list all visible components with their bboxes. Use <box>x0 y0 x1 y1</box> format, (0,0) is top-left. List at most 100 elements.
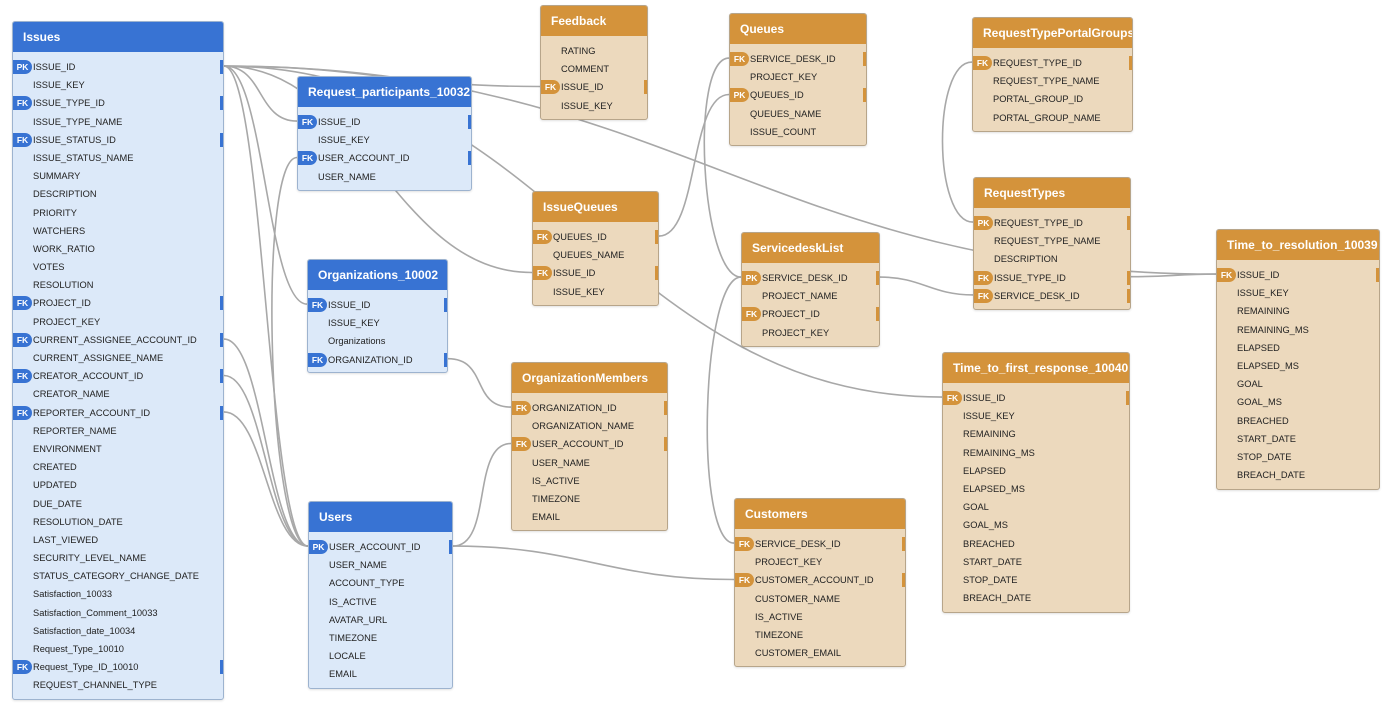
column-row[interactable]: USER_NAME <box>309 556 452 574</box>
connector-port[interactable] <box>220 332 223 347</box>
column-row[interactable]: REMAINING_MS <box>1217 321 1379 339</box>
connector-port[interactable] <box>1126 391 1129 405</box>
relationship-line[interactable] <box>223 65 298 122</box>
column-row[interactable]: REQUEST_TYPE_NAME <box>974 232 1130 250</box>
table-title[interactable]: Customers <box>735 499 905 529</box>
column-row[interactable]: PROJECT_KEY <box>13 313 223 331</box>
relationship-line[interactable] <box>703 57 742 278</box>
relationship-line[interactable] <box>452 545 735 581</box>
column-row[interactable]: Request_Type_10010 <box>13 640 223 658</box>
connector-port[interactable] <box>902 537 905 551</box>
column-row[interactable]: RESOLUTION_DATE <box>13 513 223 531</box>
column-row[interactable]: Satisfaction_Comment_10033 <box>13 604 223 622</box>
connector-port[interactable] <box>1127 288 1130 303</box>
table-title[interactable]: RequestTypePortalGroups <box>973 18 1132 48</box>
column-row[interactable]: WORK_RATIO <box>13 240 223 258</box>
column-row[interactable]: START_DATE <box>943 553 1129 571</box>
column-row[interactable]: PROJECT_KEY <box>735 553 905 571</box>
column-row[interactable]: CUSTOMER_EMAIL <box>735 644 905 662</box>
connector-port[interactable] <box>876 307 879 322</box>
relationship-line[interactable] <box>941 61 974 223</box>
connector-port[interactable] <box>1376 268 1379 282</box>
column-row[interactable]: CREATOR_NAME <box>13 385 223 403</box>
column-row[interactable]: UPDATED <box>13 476 223 494</box>
connector-port[interactable] <box>876 271 879 285</box>
connector-port[interactable] <box>655 230 658 244</box>
column-row[interactable]: ISSUE_KEY <box>308 314 447 332</box>
column-row[interactable]: WATCHERS <box>13 222 223 240</box>
column-row[interactable]: ISSUE_KEY <box>533 283 658 301</box>
connector-port[interactable] <box>468 151 471 166</box>
column-row[interactable]: ISSUE_COUNT <box>730 123 866 141</box>
connector-port[interactable] <box>1129 56 1132 70</box>
column-row[interactable]: STOP_DATE <box>943 571 1129 589</box>
column-row[interactable]: REQUEST_TYPE_NAME <box>973 72 1132 90</box>
column-row[interactable]: IS_ACTIVE <box>512 472 667 490</box>
connector-port[interactable] <box>220 132 223 147</box>
column-row[interactable]: ISSUE_KEY <box>541 97 647 115</box>
relationship-line[interactable] <box>223 411 309 547</box>
column-row[interactable]: STOP_DATE <box>1217 448 1379 466</box>
table-title[interactable]: Issues <box>13 22 223 52</box>
column-row[interactable]: START_DATE <box>1217 430 1379 448</box>
column-row[interactable]: BREACHED <box>1217 412 1379 430</box>
column-row[interactable]: DUE_DATE <box>13 495 223 513</box>
column-row[interactable]: ENVIRONMENT <box>13 440 223 458</box>
relationship-line[interactable] <box>271 156 309 547</box>
column-row[interactable]: ISSUE_STATUS_NAME <box>13 149 223 167</box>
column-row[interactable]: GOAL_MS <box>1217 393 1379 411</box>
column-row[interactable]: LAST_VIEWED <box>13 531 223 549</box>
column-row[interactable]: CREATED <box>13 458 223 476</box>
relationship-line[interactable] <box>223 338 309 547</box>
column-row[interactable]: COMMENT <box>541 60 647 78</box>
table-title[interactable]: ServicedeskList <box>742 233 879 263</box>
column-row[interactable]: IS_ACTIVE <box>735 608 905 626</box>
column-row[interactable]: EMAIL <box>309 665 452 683</box>
column-row[interactable]: REPORTER_NAME <box>13 422 223 440</box>
relationship-line[interactable] <box>706 276 742 544</box>
column-row[interactable]: QUEUES_NAME <box>730 105 866 123</box>
relationship-line[interactable] <box>447 357 512 408</box>
connector-port[interactable] <box>444 352 447 367</box>
connector-port[interactable] <box>220 405 223 420</box>
column-row[interactable]: ELAPSED <box>943 462 1129 480</box>
connector-port[interactable] <box>449 540 452 554</box>
table-title[interactable]: Queues <box>730 14 866 44</box>
connector-port[interactable] <box>664 401 667 415</box>
connector-port[interactable] <box>220 60 223 74</box>
relationship-line[interactable] <box>223 65 309 547</box>
column-row[interactable]: ISSUE_KEY <box>1217 284 1379 302</box>
connector-port[interactable] <box>220 369 223 384</box>
relationship-line[interactable] <box>1130 273 1217 278</box>
table-title[interactable]: Organizations_10002 <box>308 260 447 290</box>
column-row[interactable]: EMAIL <box>512 508 667 526</box>
table-title[interactable]: Request_participants_10032 <box>298 77 471 107</box>
column-row[interactable]: USER_NAME <box>298 168 471 186</box>
